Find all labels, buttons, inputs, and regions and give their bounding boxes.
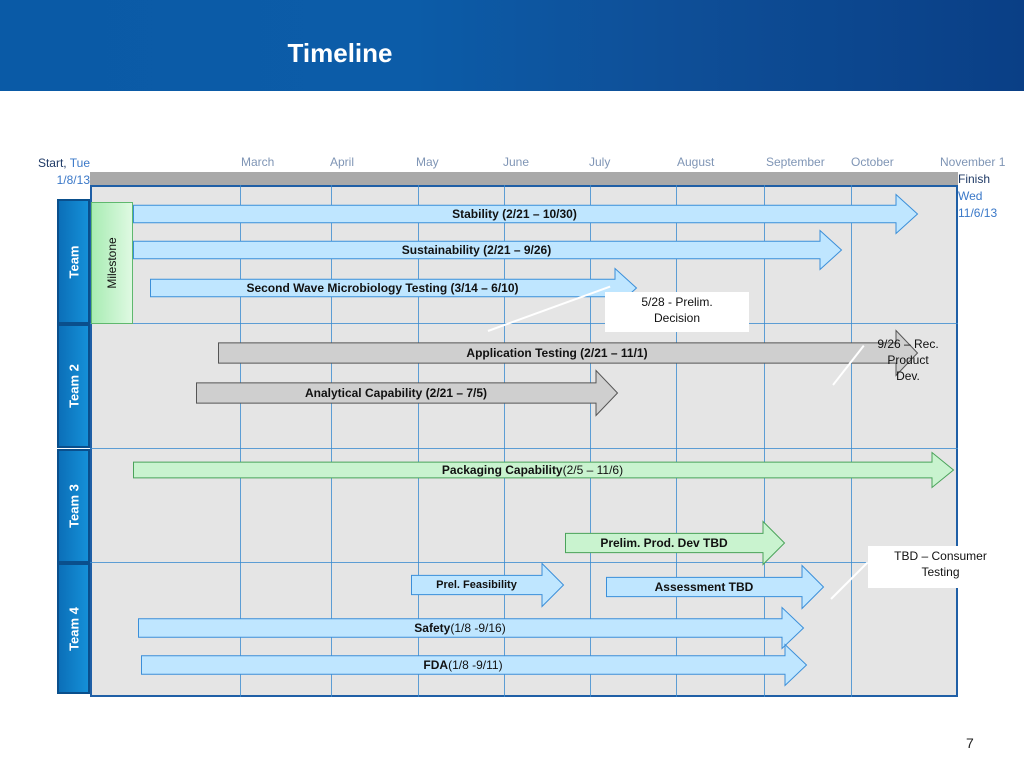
finish-date: Finish Wed 11/6/13 xyxy=(958,172,998,220)
task-arrow-path xyxy=(606,564,825,610)
month-label: July xyxy=(589,155,611,169)
month-label: October xyxy=(851,155,894,169)
grid-line xyxy=(418,185,419,697)
task-packaging-capability: Packaging Capability (2/5 – 11/6) xyxy=(133,451,955,489)
time-bar xyxy=(90,172,958,185)
task-arrow-path xyxy=(141,643,808,687)
task-arrow-shape xyxy=(133,193,919,235)
month-label: April xyxy=(330,155,355,169)
month-label: June xyxy=(503,155,530,169)
task-stability: Stability (2/21 – 10/30) xyxy=(133,193,919,235)
task-safety: Safety(1/8 -9/16) xyxy=(138,606,805,650)
start-date: Start, Tue 1/8/13 xyxy=(37,156,90,187)
grid-line xyxy=(504,185,505,697)
task-sustainability: Sustainability (2/21 – 9/26) xyxy=(133,229,843,271)
team-3-label: Team 3 xyxy=(57,449,90,563)
task-arrow-shape xyxy=(218,329,919,377)
grid-line xyxy=(590,185,591,697)
task-prel-feasibility: Prel. Feasibility xyxy=(411,562,565,608)
grid-line xyxy=(240,185,241,697)
team-2-label: Team 2 xyxy=(57,324,90,448)
grid-line xyxy=(676,185,677,697)
task-arrow-path xyxy=(565,520,786,566)
month-label: August xyxy=(677,155,715,169)
task-arrow-path xyxy=(411,562,565,608)
task-prelim-prod-dev: Prelim. Prod. Dev TBD xyxy=(565,520,786,566)
task-arrow-path xyxy=(133,193,919,235)
grid-line xyxy=(90,323,958,324)
callout-prelim-decision: 5/28 - Prelim.Decision xyxy=(605,292,749,332)
task-arrow-shape xyxy=(141,643,808,687)
task-assessment: Assessment TBD xyxy=(606,564,825,610)
grid-line xyxy=(90,448,958,449)
month-label: May xyxy=(416,155,439,169)
milestone-label: Milestone xyxy=(91,202,133,324)
timeline-grid xyxy=(90,185,958,697)
task-fda: FDA (1/8 -9/11) xyxy=(141,643,808,687)
month-label: September xyxy=(766,155,825,169)
grid-line xyxy=(764,185,765,697)
month-label: March xyxy=(241,155,275,169)
page-title: Timeline xyxy=(287,38,393,68)
task-arrow-shape xyxy=(565,520,786,566)
task-arrow-path xyxy=(218,329,919,377)
task-arrow-shape xyxy=(196,369,619,417)
grid-line xyxy=(90,562,958,563)
header-bar xyxy=(0,0,1024,91)
task-arrow-path xyxy=(133,451,955,489)
task-arrow-path xyxy=(133,229,843,271)
month-label: November 1 xyxy=(940,155,1006,169)
task-arrow-shape xyxy=(133,451,955,489)
page-number: 7 xyxy=(966,735,974,751)
task-analytical-capability: Analytical Capability (2/21 – 7/5) xyxy=(196,369,619,417)
task-arrow-shape xyxy=(411,562,565,608)
task-arrow-shape xyxy=(138,606,805,650)
grid-line xyxy=(851,185,852,697)
task-arrow-path xyxy=(138,606,805,650)
team-4-label: Team 4 xyxy=(57,563,90,694)
team-1-label: Team xyxy=(57,199,90,324)
task-arrow-path xyxy=(196,369,619,417)
task-application-testing: Application Testing (2/21 – 11/1) xyxy=(218,329,919,377)
task-arrow-shape xyxy=(606,564,825,610)
task-arrow-shape xyxy=(133,229,843,271)
grid-line xyxy=(331,185,332,697)
